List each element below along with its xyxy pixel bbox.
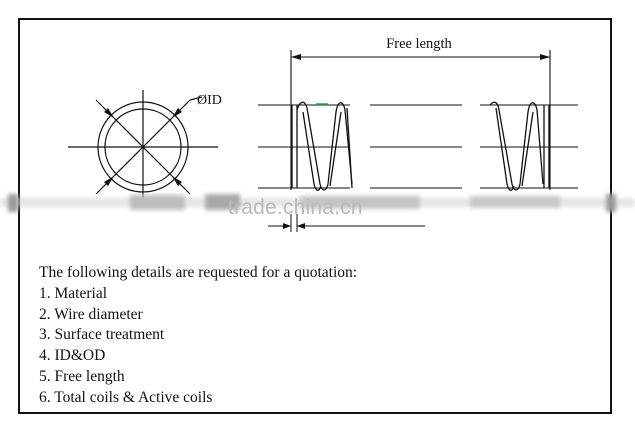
dim-arrow-right [540, 54, 550, 60]
guide-lines [258, 104, 578, 189]
detail-item: 1. Material [39, 284, 108, 302]
id-label: ØID [197, 93, 222, 108]
watermark-text: trade.china.cn [228, 196, 363, 219]
right-coil-outer [489, 101, 544, 191]
drawing-frame [18, 18, 612, 414]
detail-item: 4. ID&OD [39, 347, 106, 365]
detail-item: 5. Free length [39, 367, 125, 385]
left-coil-inner-2 [329, 111, 342, 187]
details-intro: The following details are requested for … [39, 264, 358, 281]
free-length-label: Free length [386, 36, 452, 52]
watermark-band [0, 194, 635, 212]
spring-side-view-right [489, 101, 550, 191]
right-coil-inner-1 [495, 107, 515, 191]
left-coil-tail [346, 107, 353, 189]
arrow-bottom-left [104, 176, 114, 186]
arrow-top-left [104, 108, 114, 118]
left-coil-outer [296, 101, 353, 191]
detail-item: 6. Total coils & Active coils [39, 388, 213, 406]
dim-arrow-left [291, 54, 301, 60]
free-length-dimension [290, 50, 551, 190]
arrow-top-right [172, 108, 182, 118]
arrow-bottom-right [172, 176, 182, 186]
right-coil-inner-2 [521, 111, 534, 187]
detail-item: 3. Surface treatment [39, 326, 165, 344]
spring-end-view [68, 90, 218, 204]
left-coil-inner-1 [302, 111, 322, 191]
id-leader-line [189, 96, 203, 101]
arrowheads [104, 108, 182, 186]
wire-arrow-left [283, 223, 291, 229]
detail-item: 2. Wire diameter [39, 305, 143, 323]
wire-arrow-right [297, 223, 305, 229]
spring-side-view-left [291, 101, 353, 191]
quotation-details: The following details are requested for … [39, 263, 357, 409]
